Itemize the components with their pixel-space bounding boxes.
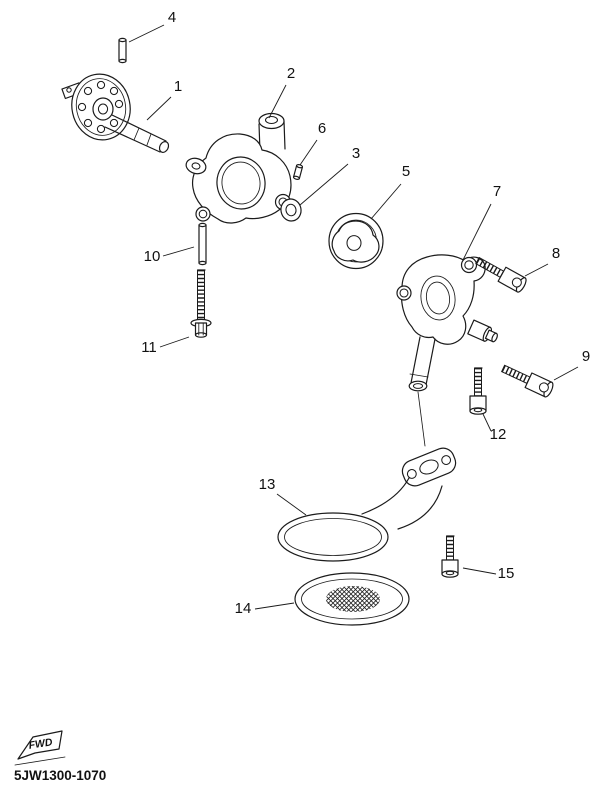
leader-line-5 (370, 183, 402, 220)
callout-number-6: 6 (318, 120, 326, 137)
leader-line-4 (128, 24, 165, 43)
part-small-pin (292, 164, 304, 180)
callout-number-5: 5 (402, 163, 410, 180)
leader-line-9 (553, 366, 579, 381)
callout-number-15: 15 (498, 565, 515, 582)
part-cover-housing (396, 254, 498, 447)
part-drive-shaft-assembly (61, 73, 170, 153)
callout-number-13: 13 (259, 476, 276, 493)
leader-line-10 (162, 246, 195, 257)
fwd-label: FWD (28, 736, 54, 752)
part-oil-pickup (277, 447, 457, 562)
part-seal-ring (280, 198, 302, 222)
diagram-code: 5JW1300-1070 (14, 768, 106, 783)
part-bolt-8 (475, 256, 527, 293)
callout-number-8: 8 (552, 245, 560, 262)
part-bolt-12 (469, 367, 487, 415)
part-bolt-15 (441, 535, 459, 578)
callout-number-1: 1 (174, 78, 182, 95)
leader-line-6 (299, 139, 318, 166)
leader-line-15 (462, 567, 497, 575)
leader-line-3 (299, 163, 349, 206)
part-pump-housing (185, 112, 292, 224)
leader-line-11 (159, 336, 190, 348)
leader-line-1 (146, 96, 172, 121)
part-stud (198, 222, 207, 266)
leader-line-12 (482, 413, 492, 432)
fwd-direction-marker: FWD (14, 730, 66, 766)
leader-line-2 (268, 84, 287, 119)
leader-line-13 (276, 493, 307, 516)
callout-number-7: 7 (493, 183, 501, 200)
leader-line-8 (524, 263, 549, 277)
leader-line-7 (462, 203, 492, 261)
callout-number-3: 3 (352, 145, 360, 162)
leader-line-14 (254, 602, 295, 610)
callout-number-10: 10 (144, 248, 161, 265)
callout-number-2: 2 (287, 65, 295, 82)
callout-number-12: 12 (490, 426, 507, 443)
callout-number-4: 4 (168, 9, 176, 26)
part-flange-bolt (190, 269, 212, 338)
part-pin-top (118, 37, 127, 64)
part-bolt-9 (500, 364, 554, 398)
part-rotor-set (328, 212, 384, 270)
callout-number-9: 9 (582, 348, 590, 365)
callout-number-11: 11 (141, 339, 157, 356)
part-strainer-screen (294, 572, 410, 626)
callout-number-14: 14 (235, 600, 252, 617)
